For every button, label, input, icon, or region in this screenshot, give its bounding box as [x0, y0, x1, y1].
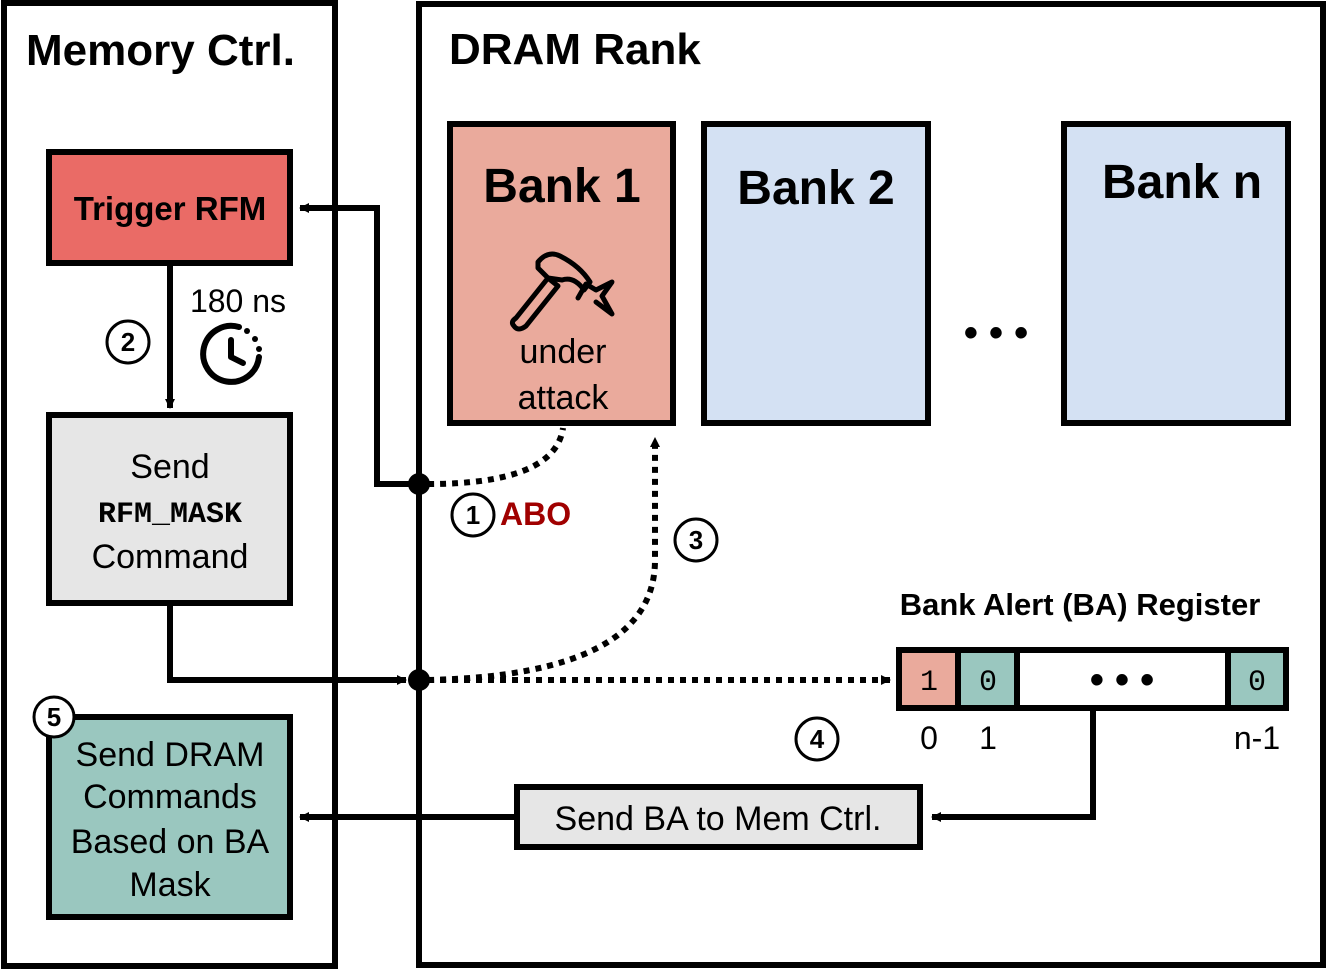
- memory-ctrl-container: [1, 0, 338, 969]
- abo-label: ABO: [500, 496, 571, 532]
- ba-index-1: 1: [979, 720, 997, 756]
- abo-junction-dot: [408, 473, 430, 495]
- abo-dotted-path: [427, 427, 566, 487]
- trigger-rfm-box[interactable]: Trigger RFM: [46, 149, 293, 266]
- ba-bit-1-value: 0: [979, 666, 997, 700]
- rfm-mask-command-line: [167, 606, 407, 685]
- dram-rank-title: DRAM Rank: [449, 25, 701, 74]
- ba-bit-0-value: 1: [920, 666, 938, 700]
- step-3-marker: 3: [673, 517, 719, 563]
- timing-label: 180 ns: [190, 283, 286, 319]
- svg-text:3: 3: [689, 525, 703, 555]
- send-dram-line2: Commands: [83, 778, 257, 816]
- trigger-rfm-label: Trigger RFM: [74, 190, 267, 227]
- ba-bit-1: [955, 647, 1020, 711]
- bank-1-title: Bank 1: [483, 160, 640, 213]
- step-5-marker: 5: [32, 695, 76, 739]
- abo-signal-line: [299, 203, 419, 487]
- ba-register-output-line: [931, 710, 1096, 822]
- svg-text:4: 4: [810, 724, 825, 754]
- rfm-mask-junction-dot: [408, 669, 430, 691]
- ba-register-title: Bank Alert (BA) Register: [900, 587, 1261, 622]
- step-1-marker: 1: [450, 492, 496, 538]
- memory-ctrl-title: Memory Ctrl.: [26, 26, 295, 75]
- clock-icon: [200, 322, 262, 385]
- ba-register: 1 0 0 • • •: [896, 647, 1289, 711]
- bank-1-status-line2: attack: [518, 379, 610, 417]
- svg-text:2: 2: [121, 327, 135, 357]
- ba-index-n-1: n-1: [1234, 720, 1280, 756]
- bank-2-title: Bank 2: [737, 162, 894, 215]
- svg-text:5: 5: [47, 702, 61, 732]
- bank-n-title: Bank n: [1102, 156, 1262, 209]
- ba-bit-n-1: [1225, 647, 1289, 711]
- bank-1[interactable]: Bank 1 under attack: [447, 121, 676, 426]
- send-ba-label: Send BA to Mem Ctrl.: [555, 800, 882, 838]
- rfm-mask-to-bank1-dotted: [427, 437, 660, 683]
- send-rfm-mask-line1: Send: [130, 448, 209, 486]
- banks-ellipsis: • • •: [964, 311, 1028, 355]
- svg-text:1: 1: [466, 500, 480, 530]
- send-dram-commands-box[interactable]: Send DRAM Commands Based on BA Mask: [46, 714, 293, 920]
- send-rfm-mask-command-name: RFM_MASK: [98, 498, 242, 532]
- ba-register-ellipsis: • • •: [1090, 658, 1154, 702]
- bank-1-status-line1: under: [520, 333, 607, 371]
- send-rfm-mask-line3: Command: [92, 538, 249, 576]
- step-2-marker: 2: [105, 319, 151, 365]
- send-dram-line4: Mask: [129, 866, 211, 904]
- step-4-marker: 4: [794, 716, 840, 762]
- send-dram-line1: Send DRAM: [76, 736, 265, 774]
- hammer-icon: [509, 251, 615, 332]
- send-dram-line3: Based on BA: [71, 823, 270, 861]
- ba-index-0: 0: [920, 720, 938, 756]
- send-ba-box[interactable]: Send BA to Mem Ctrl.: [514, 784, 923, 850]
- bank-n[interactable]: Bank n: [1061, 121, 1291, 426]
- ba-bit-n-1-value: 0: [1248, 666, 1266, 700]
- send-rfm-mask-box[interactable]: Send RFM_MASK Command: [46, 412, 293, 606]
- bank-2[interactable]: Bank 2: [701, 121, 931, 426]
